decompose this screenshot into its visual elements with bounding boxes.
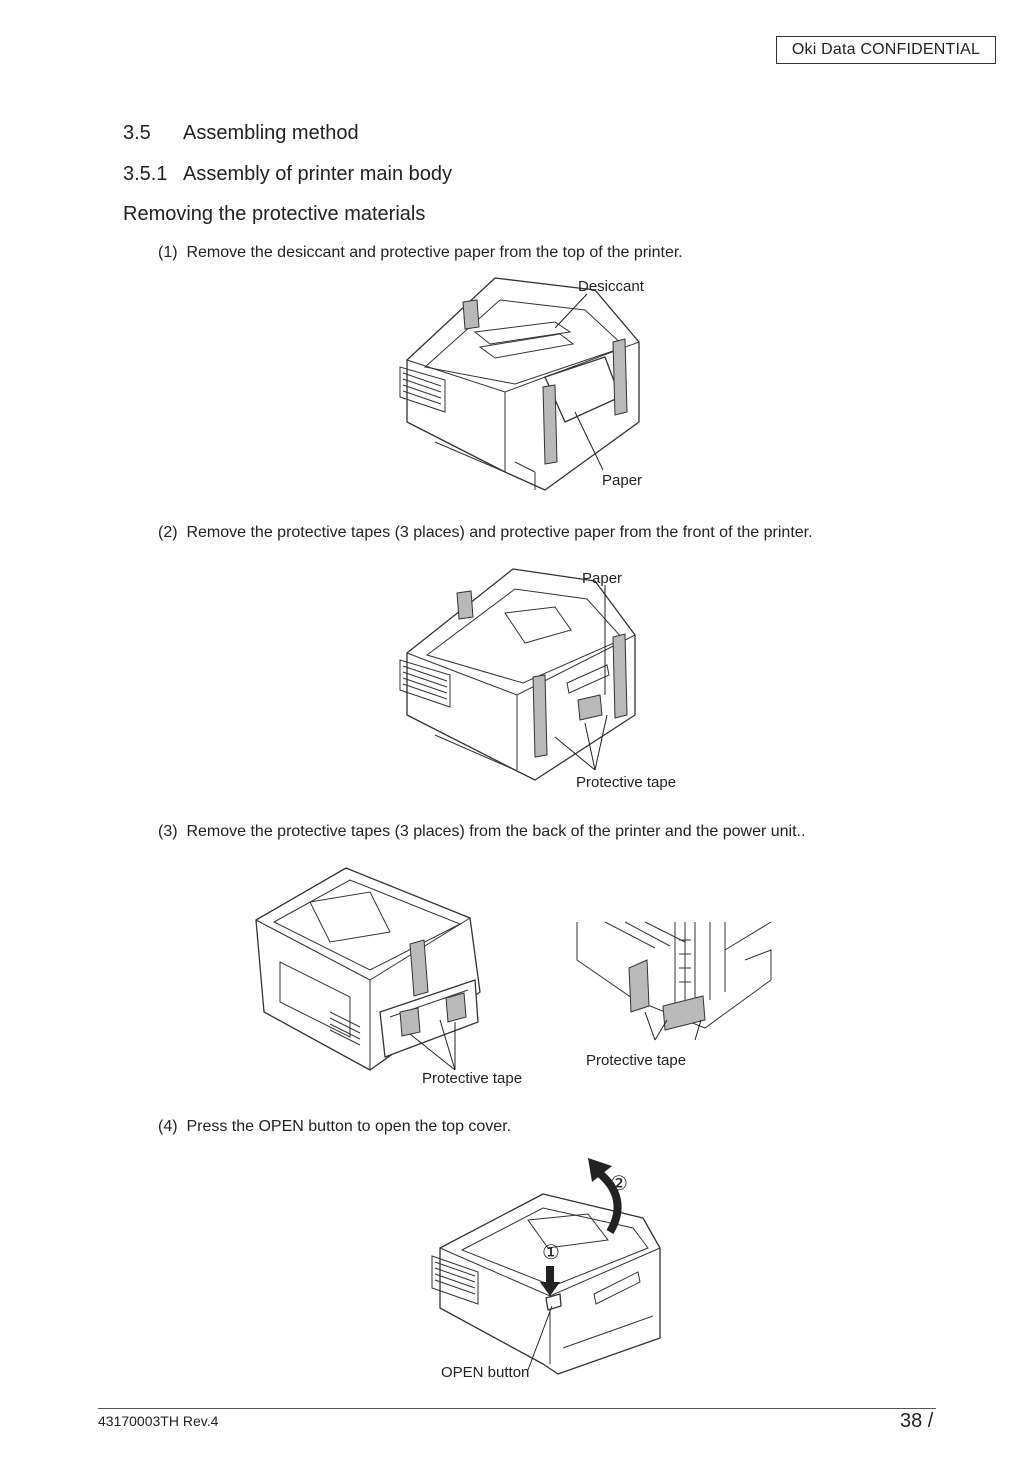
figure-printer-top-desiccant bbox=[399, 277, 640, 491]
section-title: Assembling method bbox=[183, 122, 359, 144]
subsection-title: Assembly of printer main body bbox=[183, 163, 453, 185]
circled-number-2: ② bbox=[610, 1173, 628, 1195]
label-protective-tape-front: Protective tape bbox=[576, 774, 677, 791]
circled-number-1: ① bbox=[542, 1242, 560, 1264]
figure-printer-front-tapes bbox=[399, 568, 636, 781]
label-protective-tape-power-unit: Protective tape bbox=[586, 1052, 687, 1069]
figure-power-unit-detail bbox=[576, 921, 772, 1041]
step-marker: (1) bbox=[158, 244, 178, 261]
step-4: (4) Press the OPEN button to open the to… bbox=[158, 1118, 511, 1136]
label-desiccant: Desiccant bbox=[578, 278, 644, 295]
topic-heading: Removing the protective materials bbox=[123, 203, 426, 225]
label-protective-tape-back: Protective tape bbox=[422, 1070, 523, 1087]
label-paper: Paper bbox=[602, 472, 643, 489]
step-3: (3) Remove the protective tapes (3 place… bbox=[158, 823, 805, 841]
step-marker: (4) bbox=[158, 1118, 178, 1135]
document-id: 43170003TH Rev.4 bbox=[98, 1413, 219, 1429]
step-1: (1) Remove the desiccant and protective … bbox=[158, 244, 683, 262]
footer-divider bbox=[98, 1408, 936, 1409]
step-text: Remove the protective tapes (3 places) a… bbox=[186, 524, 813, 541]
step-text: Remove the protective tapes (3 places) f… bbox=[186, 823, 806, 840]
step-marker: (3) bbox=[158, 823, 178, 840]
step-2: (2) Remove the protective tapes (3 place… bbox=[158, 524, 813, 542]
step-text: Press the OPEN button to open the top co… bbox=[186, 1118, 512, 1135]
page-number: 38 / bbox=[900, 1410, 934, 1432]
figure-open-top-cover bbox=[431, 1158, 661, 1375]
subsection-heading: 3.5.1 Assembly of printer main body bbox=[123, 163, 452, 186]
confidential-label: Oki Data CONFIDENTIAL bbox=[776, 36, 996, 64]
step-marker: (2) bbox=[158, 524, 178, 541]
subsection-number: 3.5.1 bbox=[123, 163, 168, 185]
section-number: 3.5 bbox=[123, 122, 151, 144]
figure-printer-back-tapes bbox=[255, 867, 481, 1071]
label-paper-front: Paper bbox=[582, 570, 623, 587]
step-text: Remove the desiccant and protective pape… bbox=[186, 244, 683, 261]
label-open-button: OPEN button bbox=[441, 1364, 530, 1381]
section-heading: 3.5 Assembling method bbox=[123, 122, 359, 145]
